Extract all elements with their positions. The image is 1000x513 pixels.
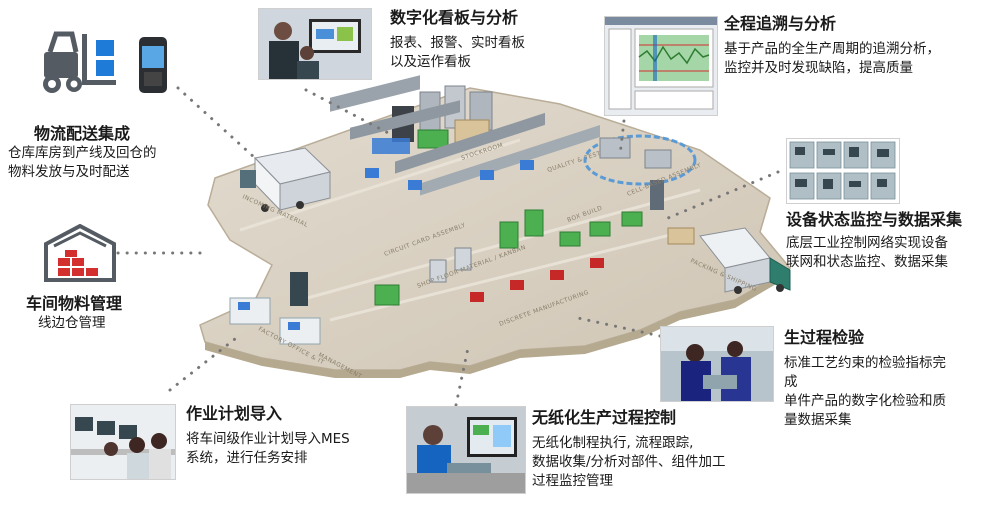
callout-title: 车间物料管理	[26, 294, 123, 313]
callout-desc-line: 监控并及时发现缺陷，提高质量	[724, 60, 913, 76]
shipping-truck	[667, 227, 791, 294]
callout-title: 作业计划导入	[186, 404, 283, 423]
callout-desc-line: 仓库库房到产线及回仓的	[8, 145, 157, 161]
paperless-workstation-photo	[406, 406, 526, 494]
callout-plan: 作业计划导入 将车间级作业计划导入MES 系统，进行任务安排	[186, 404, 396, 468]
callout-desc-line: 底层工业控制网络实现设备	[786, 235, 948, 251]
handheld-scanner-icon	[138, 36, 168, 94]
callout-desc-line: 无纸化制程执行, 流程跟踪,	[532, 435, 694, 451]
callout-desc-line: 系统，进行任务安排	[186, 450, 308, 466]
callout-desc-line: 联网和状态监控、数据采集	[786, 254, 948, 270]
callout-desc-line: 报表、报警、实时看板	[390, 35, 525, 51]
callout-desc-line: 将车间级作业计划导入MES	[186, 431, 350, 447]
callout-desc-line: 基于产品的全生产周期的追溯分析，	[724, 41, 940, 57]
callout-desc-line: 线边仓管理	[38, 315, 106, 331]
incoming-truck	[240, 147, 332, 212]
factory-office	[229, 272, 321, 345]
planning-office-photo	[70, 404, 176, 480]
floor-edge	[205, 268, 790, 378]
callout-workshop: 车间物料管理 线边仓管理	[26, 294, 186, 333]
callout-desc-line: 标准工艺约束的检验指标完	[784, 355, 946, 371]
callout-desc-line: 量数据采集	[784, 412, 852, 428]
inspection-lab-photo	[660, 326, 774, 402]
callout-desc-line: 以及运作看板	[390, 54, 471, 70]
callout-logistics: 物流配送集成 仓库库房到产线及回仓的 物料发放与及时配送	[8, 124, 208, 182]
callout-title: 全程追溯与分析	[724, 14, 837, 33]
trace-software-screenshot	[604, 16, 718, 116]
callout-dashboard: 数字化看板与分析 报表、报警、实时看板 以及运作看板	[390, 8, 590, 72]
callout-desc-line: 数据收集/分析对部件、组件加工	[532, 454, 726, 470]
callout-title: 数字化看板与分析	[390, 8, 519, 27]
callout-title: 物流配送集成	[34, 124, 131, 143]
callout-title: 无纸化生产过程控制	[532, 408, 677, 427]
equipment-grid-photo	[786, 138, 900, 204]
callout-trace: 全程追溯与分析 基于产品的全生产周期的追溯分析， 监控并及时发现缺陷，提高质量	[724, 14, 994, 78]
warehouse-icon	[44, 223, 116, 282]
callout-desc-line: 成	[784, 374, 798, 390]
dashboard-meeting-photo	[258, 8, 372, 80]
callout-inspection: 生过程检验 标准工艺约束的检验指标完 成 单件产品的数字化检验和质 量数据采集	[784, 328, 994, 430]
callout-desc-line: 过程监控管理	[532, 473, 613, 489]
callout-desc-line: 物料发放与及时配送	[8, 164, 130, 180]
callout-paperless: 无纸化生产过程控制 无纸化制程执行, 流程跟踪, 数据收集/分析对部件、组件加工…	[532, 408, 772, 491]
callout-title: 设备状态监控与数据采集	[786, 210, 963, 229]
callout-title: 生过程检验	[784, 328, 865, 347]
callout-equipment: 设备状态监控与数据采集 底层工业控制网络实现设备 联网和状态监控、数据采集	[786, 210, 998, 272]
forklift-icon	[36, 30, 136, 98]
assembly-lines	[330, 75, 643, 306]
callout-desc-line: 单件产品的数字化检验和质	[784, 393, 946, 409]
